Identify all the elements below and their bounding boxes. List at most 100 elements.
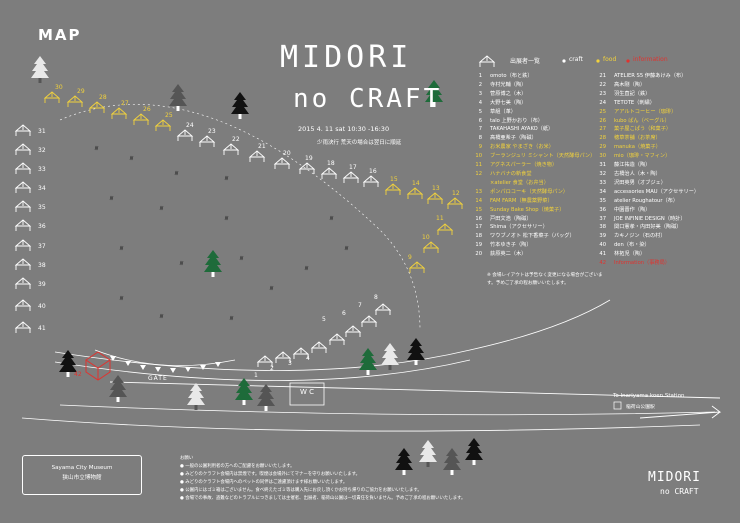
bunting-flags (94, 349, 236, 373)
wc-label: W C (300, 388, 315, 396)
exhibitor-name: 中園晋作（陶） (614, 206, 651, 213)
legend-list-title: 出展者一覧 (510, 58, 541, 65)
footer-logo-line1: MIDORI (648, 470, 701, 485)
exhibitor-number: 4 (478, 99, 482, 106)
exhibitor-number: 39 (599, 233, 606, 240)
booth-number: 5 (322, 316, 326, 323)
legend-information: information (633, 56, 668, 63)
booth-number: 12 (452, 190, 460, 197)
path-line (54, 299, 611, 371)
exhibitor-number: 37 (599, 215, 606, 222)
event-date: 2015 4. 11 sat 10:30 -16:30 (298, 125, 390, 133)
booth-number: 21 (258, 143, 266, 150)
notes-title: お願い (180, 456, 194, 461)
museum-name-en: Sayama City Museum (51, 465, 113, 471)
exhibitor-name: omoto（布と鉄） (490, 73, 533, 79)
exhibitor-number: 42 (599, 260, 606, 267)
exhibitor-number: 1 (478, 73, 482, 79)
notes-item: ● 公園内にはゴミ箱はございません。食べ終えたゴミ等は購入先にお戻し頂くかお持ち… (180, 488, 422, 493)
exhibitor-name: manuka（焼菓子） (614, 144, 661, 151)
tree-icon (231, 92, 249, 119)
exhibitor-number: 10 (475, 153, 482, 160)
museum-box: Sayama City Museum 狭山市立博物館 (22, 455, 142, 495)
exhibitor-number: 5 (478, 108, 482, 115)
information-tent (85, 351, 111, 381)
exhibitor-number: 20 (475, 251, 482, 258)
exhibitor-name: Sunday Bake Shop（焼菓子） (490, 206, 565, 213)
exhibitor-name: FAM FARM（無農薬野菜） (490, 197, 553, 204)
event-logo-line2: no CRAFT (293, 84, 443, 114)
notes-item: ● みどりのクラフト会場内は禁煙です。喫煙は会場外にてマナーを守りお願いいたしま… (180, 472, 360, 477)
exhibitor-name: 寺村光輔（陶） (490, 81, 527, 88)
exhibitor-number: 13 (475, 188, 482, 195)
exhibitor-row: 35 atelier Roughatour（布） (592, 197, 699, 206)
exhibitor-number: 9 (478, 144, 482, 151)
exhibitor-name: 草組（革） (490, 108, 516, 115)
exhibitor-row: 18 ワウブノオト 松下香菜子（バッグ） (466, 232, 595, 241)
tree-icon (204, 250, 222, 277)
exhibitor-row: 15 Sunday Bake Shop（焼菓子） (466, 206, 595, 215)
tree-icon (407, 338, 425, 365)
exhibitor-name: ATELIER S5 伊藤あけみ（布） (614, 73, 687, 79)
exhibitor-number: 33 (599, 179, 606, 186)
booth-number: 25 (165, 112, 173, 119)
notes-item: ● 会場での事故、盗難などのトラブルにつきましては主催者、出展者、稲荷山公園は一… (180, 496, 466, 501)
exhibitor-name: 戸田文浩（陶磁） (490, 215, 532, 222)
notes-item: ● みどりのクラフト会場内へのペットの同伴はご遠慮頂けます様お願いいたします。 (180, 480, 348, 485)
exhibitor-number: 18 (475, 233, 482, 240)
exhibitor-name: atelier Roughatour（布） (614, 197, 679, 204)
booth-number-info: 42 (74, 371, 82, 378)
exhibitor-number: 16 (475, 215, 482, 222)
booth-number: 26 (143, 106, 151, 113)
exhibitor-name: 穂草茶舗（お茶席） (614, 135, 661, 142)
booth-number: 22 (232, 136, 240, 143)
layout-note: ※ 会場レイアウトは予告なく変更になる場合がございます。予めご了承の程お願いいた… (487, 273, 603, 286)
exhibitor-number: 22 (599, 81, 606, 88)
tree-icon (235, 378, 253, 405)
exhibitor-number: 28 (599, 135, 606, 142)
exhibitor-number: 7 (478, 126, 482, 133)
exhibitor-row: 16 戸田文浩（陶磁） (466, 215, 595, 224)
exhibitor-name: JOE INFINIE DESIGN（時計） (614, 215, 686, 222)
legend-food: food (603, 56, 617, 63)
booth-group-top-food (44, 91, 171, 132)
exhibitor-number: 35 (599, 197, 606, 204)
exhibitor-number: 15 (475, 206, 482, 213)
booth-number: 32 (38, 147, 46, 154)
exhibitor-number: 24 (599, 99, 606, 106)
booth-number: 28 (99, 94, 107, 101)
road-line (109, 381, 721, 399)
notes-section: お願い ● 一般の公園利用者の方へのご配慮をお願いいたします。 ● みどりのクラ… (180, 455, 465, 503)
exhibitor-number: 6 (478, 117, 482, 124)
exhibitor-row: 24 TETOTE（刺繍） (592, 99, 699, 108)
booth-number: 34 (38, 185, 46, 192)
exhibitor-number: 32 (599, 170, 606, 177)
exhibitor-name: 藤江祐造（陶） (614, 162, 651, 169)
exhibitor-name: TETOTE（刺繍） (614, 99, 655, 106)
tree-icon (109, 375, 127, 402)
tree-icon (381, 343, 399, 370)
exhibitor-name: ワウブノオト 松下香菜子（バッグ） (490, 233, 575, 240)
tree-icon (257, 384, 275, 411)
booth-number: 4 (306, 355, 310, 362)
